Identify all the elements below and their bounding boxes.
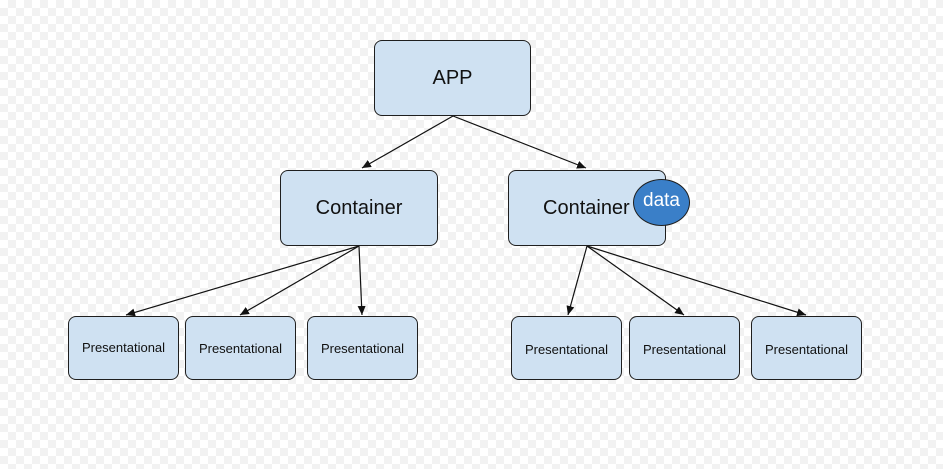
presentational-label-4: Presentational (524, 341, 609, 357)
data-badge-label: data (643, 190, 680, 211)
data-badge[interactable]: data (633, 179, 690, 226)
edge-container-left-to-pres-3 (357, 245, 366, 316)
presentational-label-2: Presentational (198, 340, 283, 356)
presentational-node-3[interactable]: Presentational (307, 316, 418, 380)
presentational-node-1[interactable]: Presentational (68, 316, 179, 380)
presentational-node-2[interactable]: Presentational (185, 316, 296, 380)
edge-app-to-container-right (452, 115, 587, 169)
presentational-label-1: Presentational (81, 339, 166, 355)
container-node-right[interactable]: Container (508, 170, 666, 246)
app-node[interactable]: APP (374, 40, 531, 116)
presentational-label-3: Presentational (320, 340, 405, 356)
presentational-label-6: Presentational (764, 341, 849, 357)
presentational-node-4[interactable]: Presentational (511, 316, 622, 380)
edge-container-right-to-pres-4 (566, 245, 588, 316)
edge-container-right-to-pres-6 (586, 245, 807, 317)
container-right-label: Container (543, 196, 630, 219)
app-label: APP (432, 66, 473, 89)
edge-container-left-to-pres-1 (125, 245, 360, 317)
presentational-node-5[interactable]: Presentational (629, 316, 740, 380)
container-left-label: Container (315, 196, 403, 219)
edge-container-right-to-pres-5 (586, 245, 685, 316)
presentational-node-6[interactable]: Presentational (751, 316, 862, 380)
container-node-left[interactable]: Container (280, 170, 438, 246)
edge-app-to-container-left (361, 115, 454, 169)
presentational-label-5: Presentational (642, 341, 727, 357)
edge-container-left-to-pres-2 (239, 245, 360, 316)
